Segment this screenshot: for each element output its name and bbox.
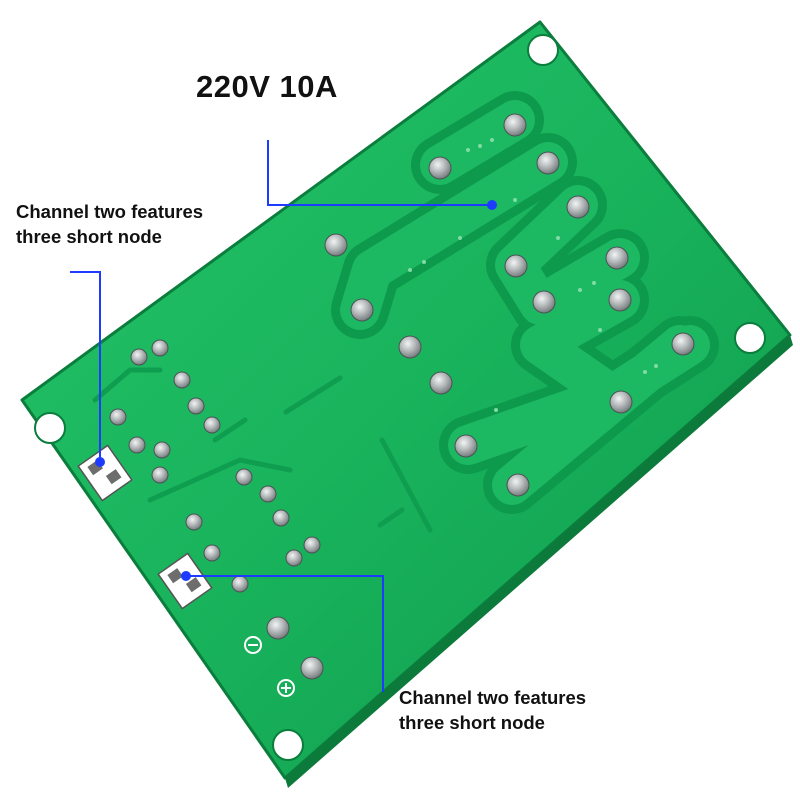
solder-pads [109,113,695,680]
smd-component-bottom [157,552,213,610]
rating-label: 220V 10A [196,69,338,104]
bottom-callout-line2: three short node [399,711,545,733]
mounting-holes [34,34,766,761]
power-trace [331,91,719,514]
vias [408,138,658,412]
polarity-markings [244,636,295,697]
bottom-callout-label: Channel two features three short node [399,686,659,736]
callout-lines [70,140,492,692]
left-callout-line2: three short node [16,225,162,247]
left-callout-line1: Channel two features [16,201,204,222]
signal-traces [92,367,433,533]
callout-dots [95,200,497,581]
board-edge [285,335,793,788]
bottom-callout-line1: Channel two features [399,687,587,708]
left-callout-label: Channel two features three short node [16,200,276,250]
circuit-board [20,20,792,780]
